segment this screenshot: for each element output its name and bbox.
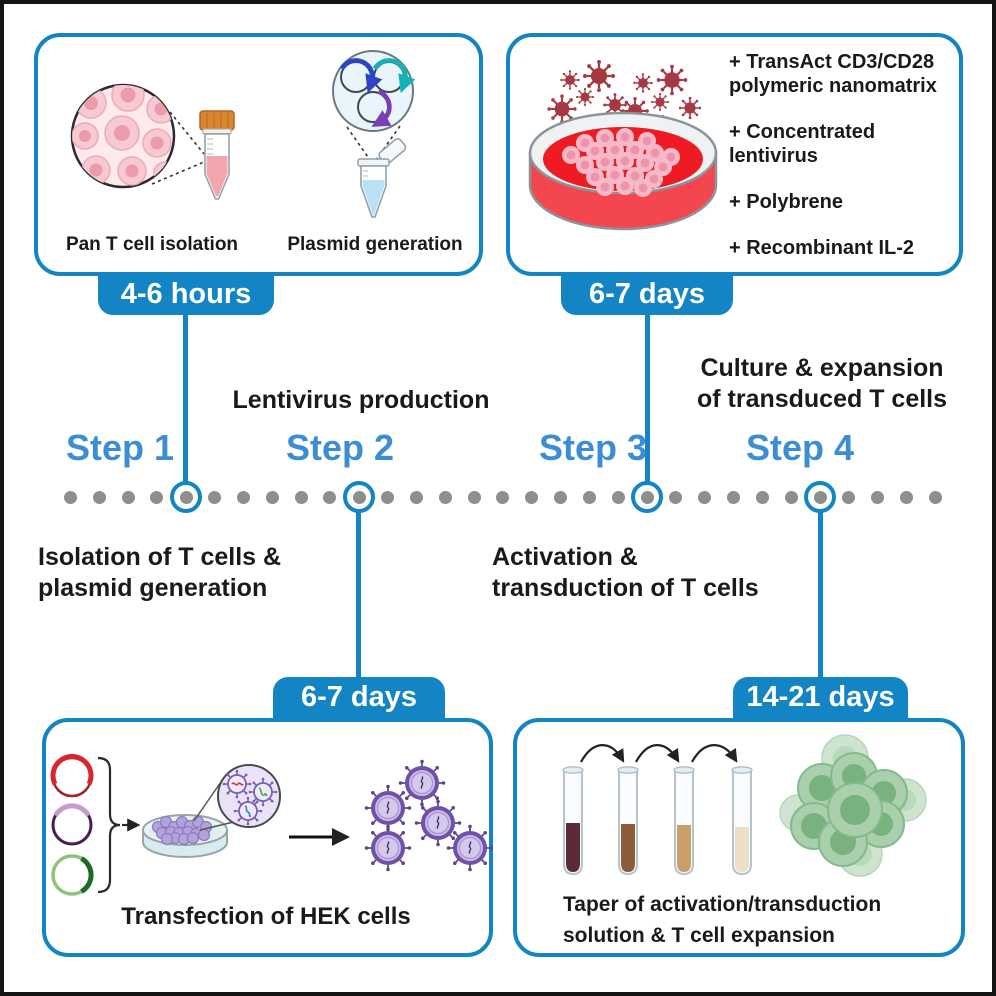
step2-caption-line1: Lentivirus production	[232, 386, 490, 414]
conical-tube-icon	[199, 110, 235, 200]
duration-badge-step4: 14-21 days	[733, 677, 908, 718]
hek-petri-dish-icon	[142, 814, 228, 858]
step4-caption-line1: Culture & expansion	[700, 354, 944, 382]
panel-activation-transduction	[506, 33, 963, 276]
hek-cell-cluster	[151, 815, 213, 846]
timeline-marker-step3	[631, 481, 663, 513]
step1-label: Step 1	[65, 427, 175, 468]
connector-line-step3	[645, 315, 650, 482]
taper-arrow-2	[635, 744, 680, 763]
activation-illustration	[528, 58, 718, 231]
step4-caption-line2: of transduced T cells	[696, 385, 948, 413]
connector-line-step4	[818, 512, 823, 678]
duration-badge-step1: 4-6 hours	[98, 274, 274, 315]
step1-caption-line2: plasmid generation	[38, 574, 268, 602]
pan-t-cell-isolation-label: Pan T cell isolation	[65, 234, 239, 255]
taper-expansion-illustration	[562, 734, 927, 877]
test-tube-1	[562, 766, 584, 876]
transfection-illustration	[50, 754, 493, 896]
step3-caption: Activation & transduction of T cells	[492, 542, 812, 604]
step2-caption: Lentivirus production	[211, 385, 511, 416]
taper-arrow-1	[580, 744, 625, 763]
virus-magnifier-icon	[193, 764, 281, 831]
taper-arrow-3	[691, 744, 738, 763]
timeline-marker-step2	[343, 481, 375, 513]
magnifier-wedge-lines	[151, 111, 205, 185]
step4-caption: Culture & expansion of transduced T cell…	[672, 353, 972, 415]
duration-badge-step2: 6-7 days	[273, 677, 445, 718]
panel-taper-expansion	[513, 718, 965, 957]
step3-caption-line2: transduction of T cells	[492, 574, 759, 602]
plasmid-green-icon	[51, 854, 94, 896]
brace-and-arrow	[97, 756, 141, 894]
taper-label: Taper of activation/transduction solutio…	[563, 889, 933, 951]
additive-polybrene: + Polybrene	[729, 191, 843, 213]
test-tube-2	[617, 766, 639, 876]
t-cells-in-dish	[562, 128, 680, 197]
expanded-t-cell-cluster-icon	[779, 734, 927, 877]
isolation-plasmid-illustration	[70, 50, 416, 218]
step3-caption-line1: Activation &	[492, 543, 638, 571]
step2-label: Step 2	[285, 427, 395, 468]
test-tube-4	[731, 766, 753, 876]
step3-label: Step 3	[538, 427, 648, 468]
plasmid-trio-magnifier-icon	[332, 50, 416, 132]
additive-lentivirus: + Concentrated lentivirus	[729, 121, 876, 167]
step1-caption-line1: Isolation of T cells &	[38, 543, 282, 571]
panel-lentivirus-production	[42, 718, 493, 957]
connector-line-step2	[356, 512, 361, 678]
petri-dish-red-medium-icon	[528, 111, 718, 231]
transfection-label: Transfection of HEK cells	[121, 903, 411, 930]
taper-test-tubes-icon	[562, 744, 753, 876]
duration-badge-step3: 6-7 days	[561, 274, 733, 315]
microcentrifuge-tube-icon	[357, 138, 407, 218]
additive-transact: + TransAct CD3/CD28 polymeric nanomatrix	[729, 51, 937, 97]
lentivirus-cluster-icon	[362, 757, 493, 874]
additive-il2: + Recombinant IL-2	[729, 237, 915, 259]
plasmid-red-icon	[50, 754, 94, 798]
taper-label-line1: Taper of activation/transduction	[563, 893, 882, 916]
connector-line-step1	[183, 315, 188, 482]
plasmid-generation-label: Plasmid generation	[287, 234, 463, 255]
test-tube-3	[673, 766, 695, 876]
plasmid-purple-icon	[51, 803, 93, 846]
timeline-marker-step1	[170, 481, 202, 513]
taper-label-line2: solution & T cell expansion	[563, 924, 835, 947]
timeline-marker-step4	[804, 481, 836, 513]
step1-caption: Isolation of T cells & plasmid generatio…	[38, 542, 358, 604]
additives-list: + TransAct CD3/CD28 polymeric nanomatrix…	[729, 50, 959, 260]
step4-label: Step 4	[745, 427, 855, 468]
t-cell-sample-magnifier-icon	[70, 83, 176, 189]
